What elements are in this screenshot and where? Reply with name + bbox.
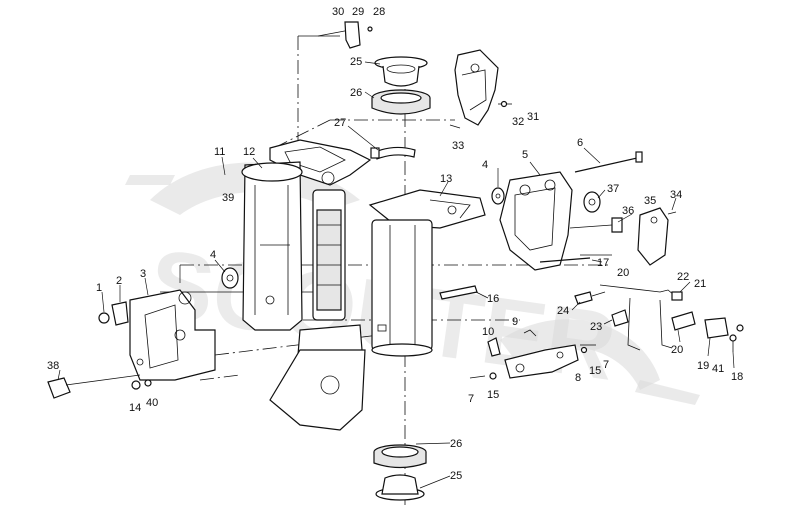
- part-clamp-bracket-5: [499, 171, 573, 271]
- callout-37: 37: [607, 183, 619, 195]
- callout-4-right: 4: [482, 159, 488, 171]
- part-shaft-20: [671, 311, 696, 331]
- callout-10: 10: [482, 326, 494, 338]
- part-housing-12: [241, 161, 303, 331]
- callout-22: 22: [677, 271, 689, 283]
- callout-9: 9: [512, 316, 518, 328]
- callout-29: 29: [352, 6, 364, 18]
- callout-31: 31: [527, 111, 539, 123]
- callout-25-bottom: 25: [450, 470, 462, 482]
- part-lever-35: [637, 207, 677, 266]
- callout-30: 30: [332, 6, 344, 18]
- part-rod-38: [47, 374, 141, 399]
- callout-16: 16: [487, 293, 499, 305]
- part-drive-shaft-housing: [269, 189, 366, 431]
- part-cluster-19-41-18: [704, 317, 744, 352]
- part-small-1-2: [98, 301, 129, 326]
- callout-34: 34: [670, 189, 682, 201]
- callout-2: 2: [116, 275, 122, 287]
- part-ring-26-top: [371, 89, 431, 115]
- part-bolt-6: [574, 151, 643, 173]
- part-cup-25-top: [374, 56, 428, 87]
- part-lever-8: [504, 344, 579, 379]
- callout-41: 41: [712, 363, 724, 375]
- callout-26-bottom: 26: [450, 438, 462, 450]
- callout-25-top: 25: [350, 56, 362, 68]
- part-washer-4: [221, 187, 505, 289]
- part-connector-24: [574, 291, 629, 327]
- callout-15-left: 15: [487, 389, 499, 401]
- callout-33: 33: [452, 140, 464, 152]
- callout-23: 23: [590, 321, 602, 333]
- part-bolt-36: [569, 217, 623, 233]
- callout-19: 19: [697, 360, 709, 372]
- callout-15-right: 15: [589, 365, 601, 377]
- callout-38: 38: [47, 360, 59, 372]
- callout-17: 17: [597, 257, 609, 269]
- callout-24: 24: [557, 305, 569, 317]
- callout-7-right: 7: [603, 359, 609, 371]
- callout-6: 6: [577, 137, 583, 149]
- callout-21: 21: [694, 278, 706, 290]
- callout-5: 5: [522, 149, 528, 161]
- part-bolt-30: [317, 21, 373, 49]
- callout-11: 11: [214, 146, 225, 158]
- part-linkage-22: [599, 284, 683, 351]
- callout-32: 32: [512, 116, 524, 128]
- part-clamp-27: [370, 146, 416, 160]
- part-rod-17: [539, 257, 591, 263]
- callout-28: 28: [373, 6, 385, 18]
- callout-7-left: 7: [468, 393, 474, 405]
- callout-27: 27: [334, 117, 346, 129]
- callout-8: 8: [575, 372, 581, 384]
- part-ring-26-bottom: [373, 444, 427, 469]
- callout-20-upper: 20: [617, 267, 629, 279]
- part-nut-14-40: [131, 379, 152, 390]
- callout-39: 39: [222, 192, 234, 204]
- callout-26-top: 26: [350, 87, 362, 99]
- callout-4-left: 4: [210, 249, 216, 261]
- part-screws-7-15: [469, 344, 596, 380]
- callout-14: 14: [129, 402, 141, 414]
- callout-35: 35: [644, 195, 656, 207]
- callout-36: 36: [622, 205, 634, 217]
- callout-18: 18: [731, 371, 743, 383]
- part-bracket-31: [449, 49, 512, 129]
- callout-40: 40: [146, 397, 158, 409]
- part-clamp-bracket-3: [129, 289, 216, 381]
- part-cup-25-bottom: [375, 474, 425, 501]
- callout-labels: 30 29 28 25 26 27 32 31 33 11 12 39 4 13…: [47, 6, 743, 482]
- callout-20-lower: 20: [671, 344, 683, 356]
- callout-1: 1: [96, 282, 102, 294]
- part-nut-37: [583, 191, 601, 213]
- leader-lines: [57, 61, 735, 489]
- callout-12: 12: [243, 146, 255, 158]
- callout-3: 3: [140, 268, 146, 280]
- part-clip-9-10: [487, 329, 537, 357]
- callout-13: 13: [440, 173, 452, 185]
- part-housing-column: [371, 219, 433, 357]
- part-rod-16: [439, 285, 478, 300]
